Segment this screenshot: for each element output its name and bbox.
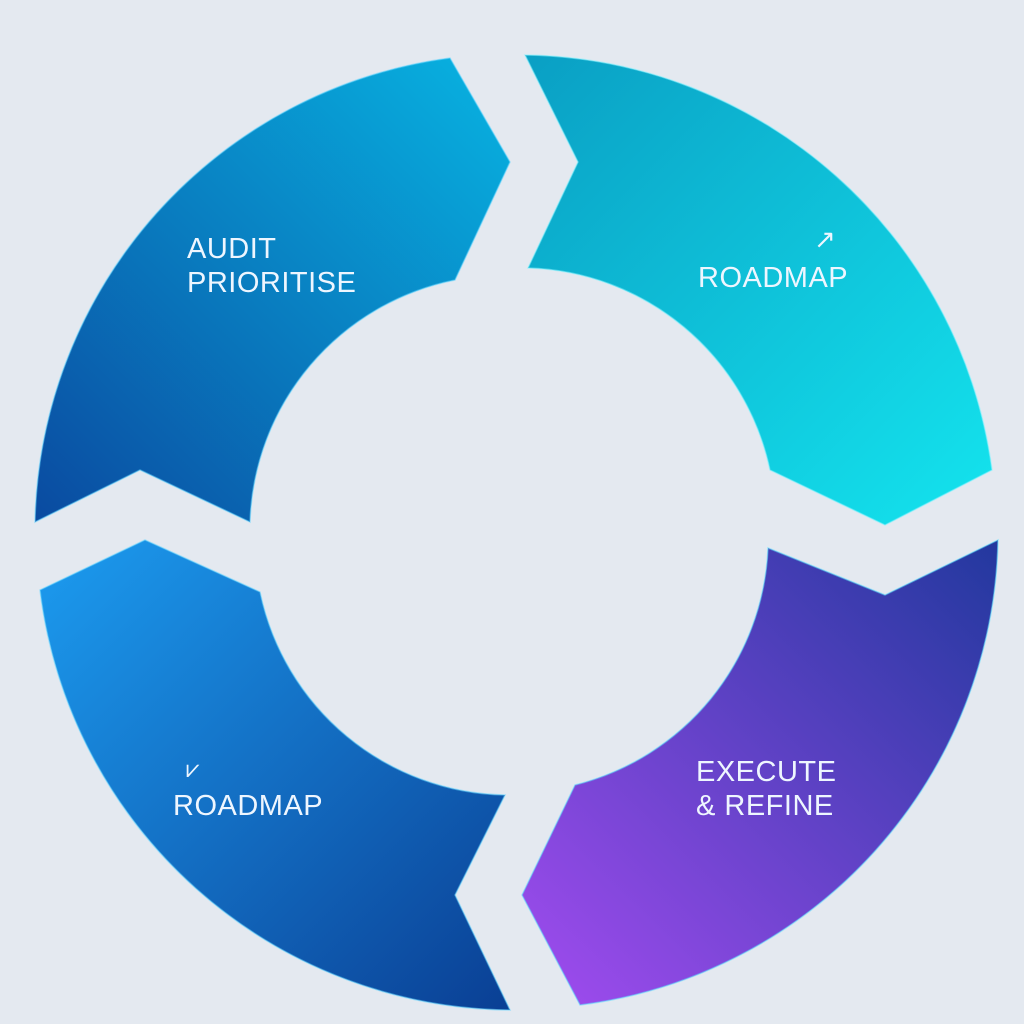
audit-line1: AUDIT	[187, 233, 277, 265]
execute-line2: & REFINE	[696, 790, 834, 822]
segment-execute	[521, 538, 999, 1006]
segment-roadmap-bottom	[39, 539, 512, 1011]
audit-line2: PRIORITISE	[187, 267, 357, 299]
segment-roadmap-top	[523, 54, 993, 526]
audit-label: AUDIT PRIORITISE	[187, 232, 356, 300]
execute-label: EXECUTE & REFINE	[696, 755, 836, 823]
roadmap-top-label: ROADMAP	[698, 262, 849, 294]
double-check-icon: ⩗	[186, 756, 200, 783]
segment-audit	[34, 57, 511, 524]
execute-line1: EXECUTE	[696, 756, 837, 788]
arrow-up-right-icon: ↗	[814, 224, 836, 254]
roadmap-bottom-label: ROADMAP	[173, 790, 324, 822]
